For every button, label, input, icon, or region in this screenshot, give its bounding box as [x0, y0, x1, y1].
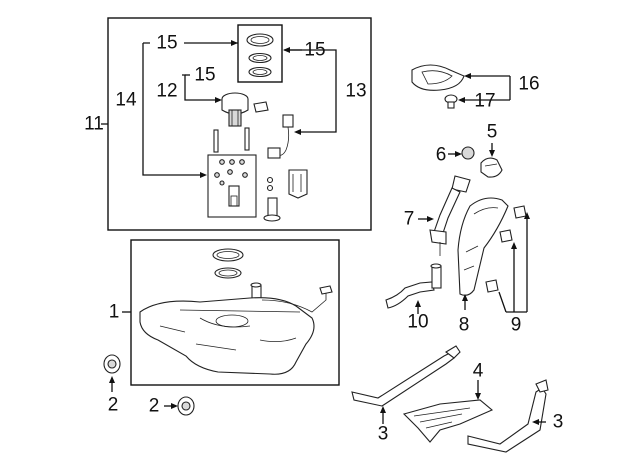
callout-13: 13 [345, 80, 367, 102]
heat-shield [402, 399, 494, 443]
callout-14: 14 [115, 89, 137, 111]
callout-1: 1 [108, 301, 120, 323]
tank-seal-rings [212, 248, 244, 279]
seal-kit-subbox [237, 24, 283, 83]
callout-6: 6 [435, 144, 447, 166]
fuel-filler-pipe [429, 175, 471, 256]
grommet-left [103, 354, 121, 374]
tank-strap-right [467, 379, 549, 453]
callout-2-bottom: 2 [148, 395, 160, 417]
filler-neck-cap [480, 157, 503, 178]
callout-15-middle: 15 [194, 64, 216, 86]
fuel-pump-top-part [221, 92, 269, 127]
fuel-tank [139, 285, 333, 375]
callout-9: 9 [510, 314, 522, 336]
fuel-pump-access-cover [411, 64, 465, 91]
callout-15-right: 15 [304, 39, 326, 61]
grommet-bottom [177, 396, 195, 416]
callout-8: 8 [458, 314, 470, 336]
pump-guide-rods [213, 127, 250, 153]
tank-vent-valve [250, 282, 262, 299]
filler-pipe-shield [457, 197, 509, 296]
fuel-pump-body [207, 154, 257, 218]
tank-strap-left [351, 345, 461, 407]
grommet-17 [444, 94, 458, 109]
callout-11: 11 [84, 113, 104, 135]
callout-3-left: 3 [377, 423, 389, 445]
seal-ring-parts [246, 33, 274, 78]
callout-12: 12 [156, 80, 178, 102]
callout-4: 4 [472, 360, 484, 382]
pump-wiring-harness [267, 114, 294, 159]
callout-5: 5 [486, 121, 498, 143]
callout-7: 7 [403, 208, 415, 230]
callout-17: 17 [474, 90, 496, 112]
callout-3-right: 3 [552, 411, 564, 433]
callout-2-left: 2 [107, 394, 119, 416]
callout-15-top: 15 [156, 32, 178, 54]
filter-and-small-parts [263, 169, 308, 222]
callout-16: 16 [518, 73, 540, 95]
callout-10: 10 [407, 311, 429, 333]
fuel-return-hose [385, 263, 442, 309]
mounting-bolts [485, 205, 527, 293]
fuel-cap-part [461, 146, 475, 160]
